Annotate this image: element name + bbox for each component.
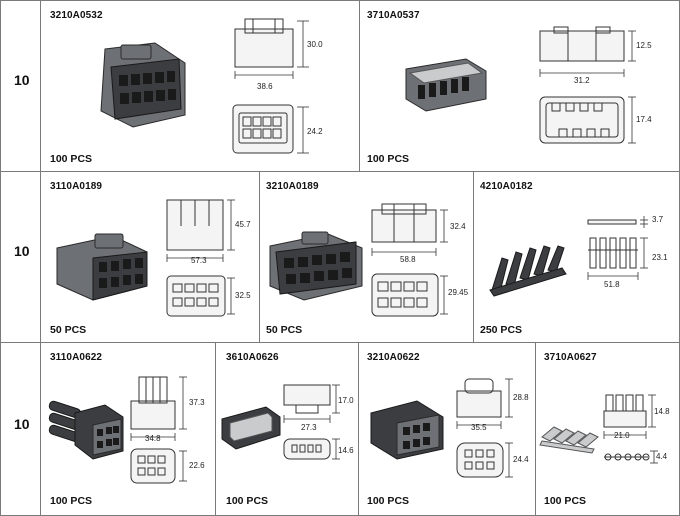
package-quantity: 50 PCS: [266, 324, 303, 336]
connector-front-drawing: [456, 442, 513, 478]
connector-top-drawing: [539, 26, 636, 77]
product-cell: 3110A0189 50 PCS 45.7 57.3: [41, 172, 259, 342]
part-number: 3210A0532: [50, 10, 103, 21]
part-number: 3210A0189: [266, 181, 319, 192]
connector-photo: [48, 400, 124, 460]
product-cell: 3710A0537 100 PCS 12.5 31.2 1: [360, 1, 679, 171]
dimension-label: 4.4: [656, 452, 668, 461]
connector-front-drawing: [130, 448, 187, 484]
part-number: 3210A0622: [367, 352, 420, 363]
grid-line: [0, 0, 1, 516]
dimension-label: 35.5: [471, 423, 487, 432]
part-number: 3110A0622: [50, 352, 103, 363]
grid-line: [473, 171, 474, 342]
package-quantity: 50 PCS: [50, 324, 87, 336]
terminal-photo: [539, 426, 599, 454]
dimension-label: 32.4: [450, 222, 466, 231]
connector-photo: [100, 42, 186, 128]
dimension-label: 24.4: [513, 455, 529, 464]
package-quantity: 100 PCS: [544, 495, 587, 507]
grid-line: [535, 342, 536, 516]
dimension-label: 31.2: [574, 76, 590, 85]
product-cell: 3210A0189 50 PCS 32.4 58.8: [260, 172, 473, 342]
product-cell: 3210A0532 100 PCS 30.0 38.6: [41, 1, 359, 171]
dimension-label: 23.1: [652, 253, 668, 262]
connector-side-drawing: [166, 199, 235, 262]
product-cell: 3110A0622 100 PCS 37.3 34.8: [41, 343, 215, 515]
dimension-label: 3.7: [652, 215, 664, 224]
dimension-label: 17.4: [636, 115, 652, 124]
product-cell: 3610A0626 100 PCS 17.0 27.3 14.6: [216, 343, 358, 515]
connector-front-drawing: [166, 275, 235, 317]
grid-line: [358, 342, 359, 516]
part-number: 3710A0627: [544, 352, 597, 363]
grid-line: [0, 342, 680, 343]
dimension-label: 14.8: [654, 407, 670, 416]
connector-side-drawing: [234, 18, 309, 79]
product-cell: 3710A0627 100 PCS 14.8 21.0: [536, 343, 679, 515]
dimension-label: 58.8: [400, 255, 416, 264]
connector-photo: [221, 406, 281, 450]
grid-line: [0, 171, 680, 172]
grid-line: [215, 342, 216, 516]
dimension-label: 57.3: [191, 256, 207, 265]
product-cell: 3210A0622 100 PCS 28.8 35.5 24.4: [359, 343, 535, 515]
grid-line: [259, 171, 260, 342]
dimension-label: 30.0: [307, 40, 323, 49]
connector-photo: [269, 231, 363, 301]
part-number: 3610A0626: [226, 352, 279, 363]
package-quantity: 250 PCS: [480, 324, 523, 336]
grid-line: [40, 0, 41, 516]
connector-front-drawing: [283, 438, 340, 460]
connector-photo: [370, 400, 444, 460]
dimension-label: 29.45: [448, 288, 469, 297]
grid-line: [359, 0, 360, 171]
connector-side-drawing: [130, 376, 187, 441]
connector-side-drawing: [456, 378, 513, 429]
package-quantity: 100 PCS: [367, 495, 410, 507]
part-number: 3710A0537: [367, 10, 420, 21]
connector-front-drawing: [232, 104, 309, 154]
connector-front-drawing: [371, 273, 448, 317]
row-quantity-label: 10: [14, 72, 30, 88]
connector-photo: [56, 233, 148, 301]
terminal-photo: [489, 245, 567, 297]
dimension-label: 27.3: [301, 423, 317, 432]
connector-photo: [405, 58, 487, 112]
dimension-label: 34.8: [145, 434, 161, 443]
package-quantity: 100 PCS: [226, 495, 269, 507]
terminal-drawing: [587, 216, 648, 280]
dimension-label: 22.6: [189, 461, 205, 470]
product-cell: 4210A0182 250 PCS 3.7 23.1 51.8: [474, 172, 679, 342]
dimension-label: 17.0: [338, 396, 354, 405]
dimension-label: 37.3: [189, 398, 205, 407]
terminal-side-drawing: [603, 394, 656, 439]
terminal-strip-drawing: [604, 450, 658, 464]
dimension-label: 38.6: [257, 82, 273, 91]
dimension-label: 51.8: [604, 280, 620, 289]
dimension-label: 12.5: [636, 41, 652, 50]
dimension-label: 21.0: [614, 431, 630, 440]
part-number: 3110A0189: [50, 181, 103, 192]
part-number: 4210A0182: [480, 181, 533, 192]
dimension-label: 28.8: [513, 393, 529, 402]
package-quantity: 100 PCS: [50, 153, 93, 165]
dimension-label: 24.2: [307, 127, 323, 136]
dimension-label: 14.6: [338, 446, 354, 455]
dimension-label: 45.7: [235, 220, 251, 229]
row-quantity-label: 10: [14, 416, 30, 432]
connector-side-drawing: [371, 203, 448, 256]
package-quantity: 100 PCS: [50, 495, 93, 507]
package-quantity: 100 PCS: [367, 153, 410, 165]
grid-line: [0, 0, 680, 1]
dimension-label: 32.5: [235, 291, 251, 300]
row-quantity-label: 10: [14, 243, 30, 259]
connector-front-drawing: [539, 96, 636, 144]
connector-side-drawing: [283, 384, 340, 423]
